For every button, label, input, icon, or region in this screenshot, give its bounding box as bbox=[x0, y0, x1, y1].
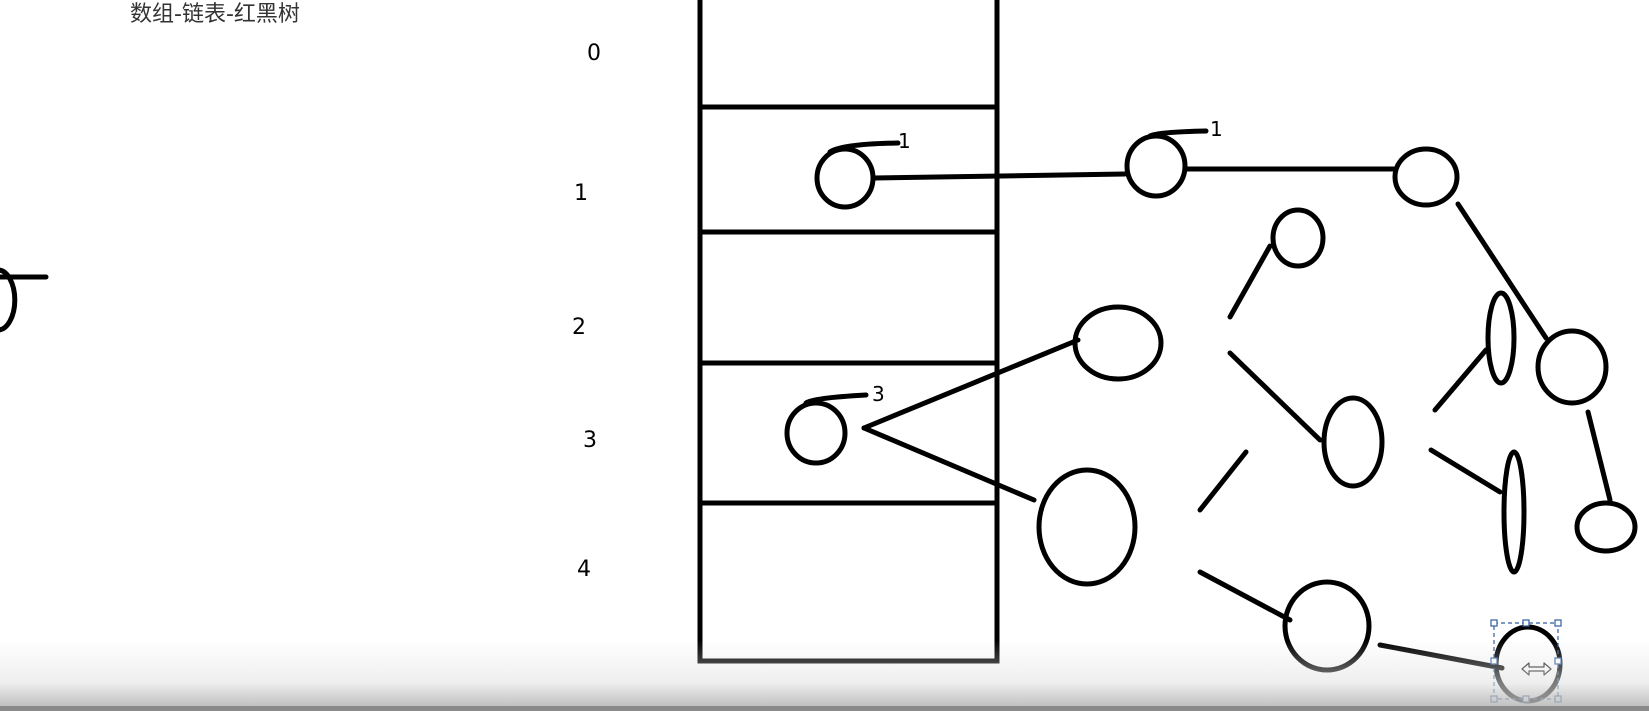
bucket-1-head-node-tail bbox=[827, 140, 901, 155]
bucket-1-head-node bbox=[814, 146, 876, 210]
node-f bbox=[1072, 304, 1164, 382]
tree-edge-5 bbox=[1377, 642, 1505, 671]
tree-edge-4 bbox=[1197, 569, 1293, 623]
selection-handle-middle-left[interactable] bbox=[1490, 657, 1498, 665]
selection-handle-top-left[interactable] bbox=[1490, 619, 1498, 627]
node-a bbox=[1124, 133, 1188, 199]
node-b bbox=[1392, 146, 1460, 208]
node-a-tail bbox=[1147, 128, 1209, 139]
links bbox=[861, 166, 1613, 671]
node-a-label: 1 bbox=[1210, 117, 1223, 141]
selection-handle-bottom-left[interactable] bbox=[1490, 695, 1498, 703]
bucket-3-node-label: 3 bbox=[872, 382, 885, 406]
link-node-c-node-d bbox=[1585, 409, 1613, 503]
index-label-1: 1 bbox=[574, 181, 588, 206]
link-bucket3-upper bbox=[861, 337, 1081, 431]
node-e bbox=[1270, 207, 1326, 269]
bucket-3-head-node bbox=[784, 400, 848, 466]
node-c bbox=[1535, 328, 1609, 406]
bucket-3 bbox=[697, 360, 1000, 506]
left-edge-node-fragment bbox=[0, 267, 49, 333]
array-index-labels: 0 1 2 3 4 bbox=[572, 41, 601, 582]
node-labels: 1 1 3 bbox=[872, 117, 1223, 406]
bucket-0 bbox=[697, 0, 1000, 110]
bucket-2 bbox=[697, 229, 1000, 366]
node-d bbox=[1574, 500, 1638, 554]
selection-handle-bottom-right[interactable] bbox=[1554, 695, 1562, 703]
node-h bbox=[1321, 395, 1385, 489]
page-title: 数组-链表-红黑树 bbox=[130, 2, 300, 27]
link-bucket1-node-a bbox=[871, 171, 1128, 181]
bucket-1 bbox=[697, 104, 1000, 235]
bucket-4 bbox=[697, 500, 1000, 664]
index-label-0: 0 bbox=[587, 41, 601, 66]
tree-edge-6 bbox=[1432, 347, 1489, 413]
link-bucket3-lower bbox=[861, 425, 1037, 503]
bucket-1-node-label: 1 bbox=[898, 129, 911, 153]
bucket-3-head-node-tail bbox=[803, 392, 869, 406]
node-j bbox=[1501, 449, 1527, 575]
link-node-b-node-c bbox=[1455, 201, 1549, 341]
bucket-head-nodes bbox=[784, 140, 901, 466]
array-buckets bbox=[697, 0, 1000, 664]
tree-edge-3 bbox=[1197, 449, 1249, 513]
node-i bbox=[1485, 290, 1517, 386]
tree-edge-2 bbox=[1227, 350, 1323, 443]
selection-handle-top-center[interactable] bbox=[1522, 619, 1530, 627]
node-g bbox=[1036, 467, 1138, 587]
index-label-3: 3 bbox=[583, 428, 597, 453]
index-label-4: 4 bbox=[577, 557, 591, 582]
index-label-2: 2 bbox=[572, 315, 586, 340]
tree-edge-1 bbox=[1227, 243, 1273, 320]
selection-handle-middle-right[interactable] bbox=[1554, 657, 1562, 665]
node-k bbox=[1282, 579, 1372, 673]
horizontal-resize-arrow-icon bbox=[1521, 662, 1552, 676]
tree-edge-7 bbox=[1428, 447, 1503, 495]
tree-nodes bbox=[1036, 128, 1638, 704]
selection-handle-bottom-center[interactable] bbox=[1522, 695, 1530, 703]
selection-handle-top-right[interactable] bbox=[1554, 619, 1562, 627]
